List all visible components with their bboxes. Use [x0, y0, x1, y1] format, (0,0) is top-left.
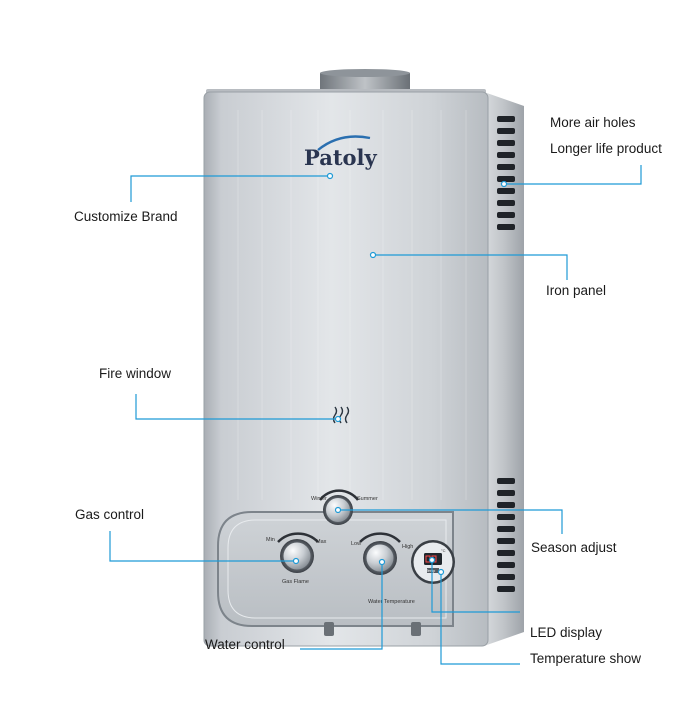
- callout-water-control: Water control: [205, 637, 285, 652]
- callout-temperature-show: Temperature show: [530, 651, 642, 666]
- callout-gas-control: Gas control: [75, 507, 145, 522]
- exhaust-pipe: [320, 69, 410, 91]
- callout-iron-panel: Iron panel: [546, 283, 607, 298]
- brand-logo: Patoly: [304, 135, 378, 170]
- callout-line-brand: [130, 175, 330, 202]
- led-unit-symbol: °C: [441, 548, 446, 553]
- callout-line-iron-panel: [373, 254, 568, 280]
- water-high-label: High: [402, 544, 413, 550]
- callout-line-water-control: [300, 562, 383, 650]
- brand-name: Patoly: [304, 145, 378, 170]
- callout-line-season-adjust: [338, 509, 563, 534]
- water-temperature-knob[interactable]: Low High Water Temperature: [351, 532, 415, 605]
- callout-customize-brand: Customize Brand: [74, 209, 178, 224]
- callout-line-led: [431, 560, 520, 613]
- gas-flame-caption: Gas Flame: [282, 579, 309, 585]
- callout-line-temperature: [440, 572, 520, 665]
- callout-dots: [292, 172, 508, 576]
- season-winter-label: Winter: [311, 496, 327, 502]
- iron-panel: [203, 91, 489, 647]
- callout-line-air-holes: [504, 165, 642, 185]
- control-panel: [217, 511, 454, 627]
- callout-lines: [109, 165, 642, 665]
- water-low-label: Low: [351, 541, 361, 547]
- air-holes: [497, 116, 515, 592]
- callout-led-display: LED display: [530, 625, 603, 640]
- gas-max-label: Max: [316, 539, 327, 545]
- callout-fire-window: Fire window: [99, 366, 172, 381]
- callout-line-gas-control: [109, 531, 296, 562]
- callout-line-fire-window: [135, 394, 338, 420]
- gas-flame-knob[interactable]: Min Max Gas Flame: [266, 532, 327, 585]
- season-summer-label: Summer: [357, 496, 378, 502]
- callout-longer-life: Longer life product: [550, 141, 662, 156]
- callout-more-air-holes: More air holes: [550, 115, 636, 130]
- gas-min-label: Min: [266, 537, 275, 543]
- water-temperature-caption: Water Temperature: [368, 599, 415, 605]
- pipe-fittings: [324, 622, 421, 636]
- callout-season-adjust: Season adjust: [531, 540, 617, 555]
- led-unit-label: Temp: [426, 569, 435, 573]
